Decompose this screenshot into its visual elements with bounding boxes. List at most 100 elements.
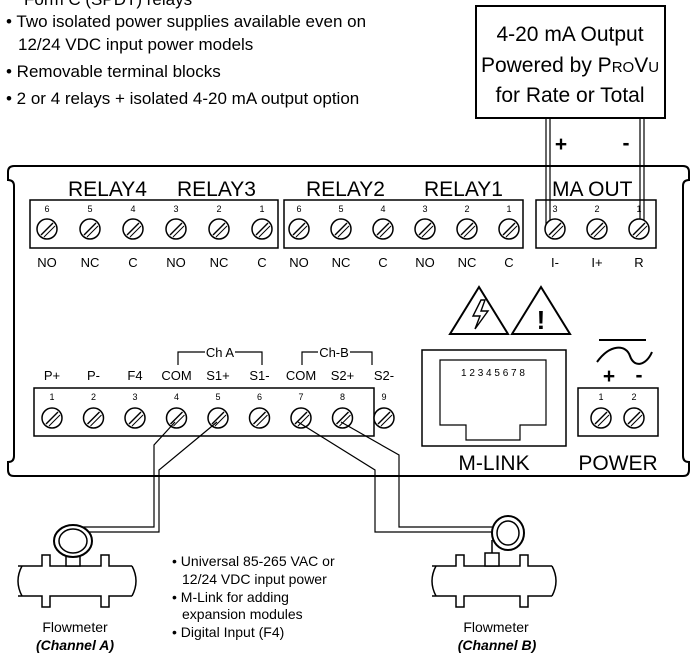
- terminal-label: NC: [81, 255, 100, 270]
- terminal-label: NO: [415, 255, 435, 270]
- flowmeter-a-label: Flowmeter: [42, 619, 108, 635]
- label-relay3: RELAY3: [177, 178, 256, 201]
- terminal-label: NC: [210, 255, 229, 270]
- terminal-number: 1: [598, 392, 603, 402]
- terminal-number: 5: [338, 204, 343, 214]
- terminal-label: COM: [286, 368, 316, 383]
- terminal-label: F4: [127, 368, 142, 383]
- terminal-number: 2: [91, 392, 96, 402]
- feature-removable-terminals: • Removable terminal blocks: [6, 62, 221, 81]
- terminal-number: 4: [380, 204, 385, 214]
- feature-mlink-cont: expansion modules: [182, 606, 303, 622]
- terminal-screw: [82, 407, 105, 429]
- flowmeter-b-label: Flowmeter: [463, 619, 529, 635]
- feature-universal-power-cont: 12/24 VDC input power: [182, 571, 327, 587]
- terminal-label: C: [257, 255, 266, 270]
- terminal-screw: [165, 218, 187, 240]
- terminal-label: NC: [458, 255, 477, 270]
- terminal-screw: [628, 218, 650, 240]
- terminal-label: P-: [87, 368, 100, 383]
- power-plus-sign: +: [603, 365, 615, 388]
- terminal-label: S1+: [206, 368, 230, 383]
- terminal-number: 1: [636, 204, 641, 214]
- terminal-label: C: [504, 255, 513, 270]
- terminal-block-relays-2-1: 6 5 4 3 2 1: [283, 199, 524, 249]
- terminal-block-outline: [283, 199, 524, 249]
- terminal-label: C: [128, 255, 137, 270]
- label-ma-out: MA OUT: [552, 178, 633, 201]
- terminal-number: 2: [216, 204, 221, 214]
- mlink-connector: [439, 359, 547, 441]
- mlink-port-outline: [421, 349, 567, 447]
- terminal-screw: [41, 407, 63, 429]
- terminal-label: NC: [332, 255, 351, 270]
- terminal-label: NO: [289, 255, 309, 270]
- terminal-screw: [248, 407, 271, 429]
- terminal-screw: [165, 407, 188, 429]
- terminal-number: 3: [552, 204, 557, 214]
- terminal-label: C: [378, 255, 387, 270]
- output-callout: 4-20 mA Output Powered by PROVU for Rate…: [475, 5, 666, 156]
- terminal-block-outline: [33, 387, 375, 437]
- terminal-screw: [373, 407, 395, 429]
- terminal-screw: [207, 407, 229, 429]
- terminal-screw: [288, 218, 310, 240]
- output-line-1: 4-20 mA Output: [496, 23, 643, 46]
- terminal-number: 5: [87, 204, 92, 214]
- output-line-3: for Rate or Total: [495, 84, 644, 107]
- terminal-number: 3: [132, 392, 137, 402]
- flowmeter-b-channel: (Channel B): [458, 637, 537, 653]
- flowmeter-a-icon: [17, 524, 137, 608]
- terminal-number: 3: [422, 204, 427, 214]
- terminal-number: 6: [44, 204, 49, 214]
- terminal-number: 5: [215, 392, 220, 402]
- label-relay1: RELAY1: [424, 178, 503, 201]
- terminal-number: 3: [173, 204, 178, 214]
- terminal-screw: [79, 218, 101, 240]
- terminal-screw: [544, 218, 566, 240]
- power-minus-sign: -: [636, 364, 643, 387]
- output-minus-sign: -: [623, 132, 630, 155]
- feature-isolated-supplies-cont: 12/24 VDC input power models: [18, 35, 253, 54]
- terminal-screw: [290, 407, 312, 429]
- terminal-number: 6: [296, 204, 301, 214]
- terminal-label: I+: [591, 255, 602, 270]
- flowmeter-a-channel: (Channel A): [36, 637, 114, 653]
- lightning-bolt-icon: [471, 299, 490, 330]
- label-relay2: RELAY2: [306, 178, 385, 201]
- terminal-label: NO: [37, 255, 57, 270]
- terminal-screw: [208, 218, 230, 240]
- terminal-block-power: [577, 387, 659, 437]
- terminal-label: I-: [551, 255, 559, 270]
- terminal-screw: [331, 407, 354, 429]
- terminal-number: 1: [49, 392, 54, 402]
- ac-wave-icon: [596, 346, 653, 365]
- mlink-port: 1 2 3 4 5 6 7 8 M-LINK: [421, 349, 567, 475]
- power-label: POWER: [578, 452, 657, 475]
- terminal-number: 2: [464, 204, 469, 214]
- terminal-screw: [122, 218, 144, 240]
- output-plus-sign: +: [555, 133, 567, 156]
- terminal-screw: [124, 407, 146, 429]
- terminal-label: S2-: [374, 368, 394, 383]
- terminal-number: 1: [259, 204, 264, 214]
- terminal-screw: [36, 218, 58, 240]
- terminal-number: 9: [381, 392, 386, 402]
- feature-form-c: Form C (SPDT) relays: [24, 0, 192, 9]
- terminal-label: S2+: [331, 368, 355, 383]
- flowmeter-b-icon: [431, 515, 557, 608]
- output-wires: [545, 118, 645, 225]
- terminal-label: COM: [161, 368, 191, 383]
- label-ch-b: Ch-B: [319, 345, 349, 360]
- terminal-label: R: [634, 255, 643, 270]
- feature-mlink: • M-Link for adding: [172, 589, 289, 605]
- terminal-number: 4: [174, 392, 179, 402]
- terminal-number: 1: [506, 204, 511, 214]
- terminal-block-outline: [29, 199, 279, 249]
- flowmeter-b-wires: [297, 421, 492, 533]
- electrical-hazard-icon: [448, 285, 510, 335]
- caution-exclamation: !: [537, 305, 546, 335]
- label-ch-a: Ch A: [206, 345, 235, 360]
